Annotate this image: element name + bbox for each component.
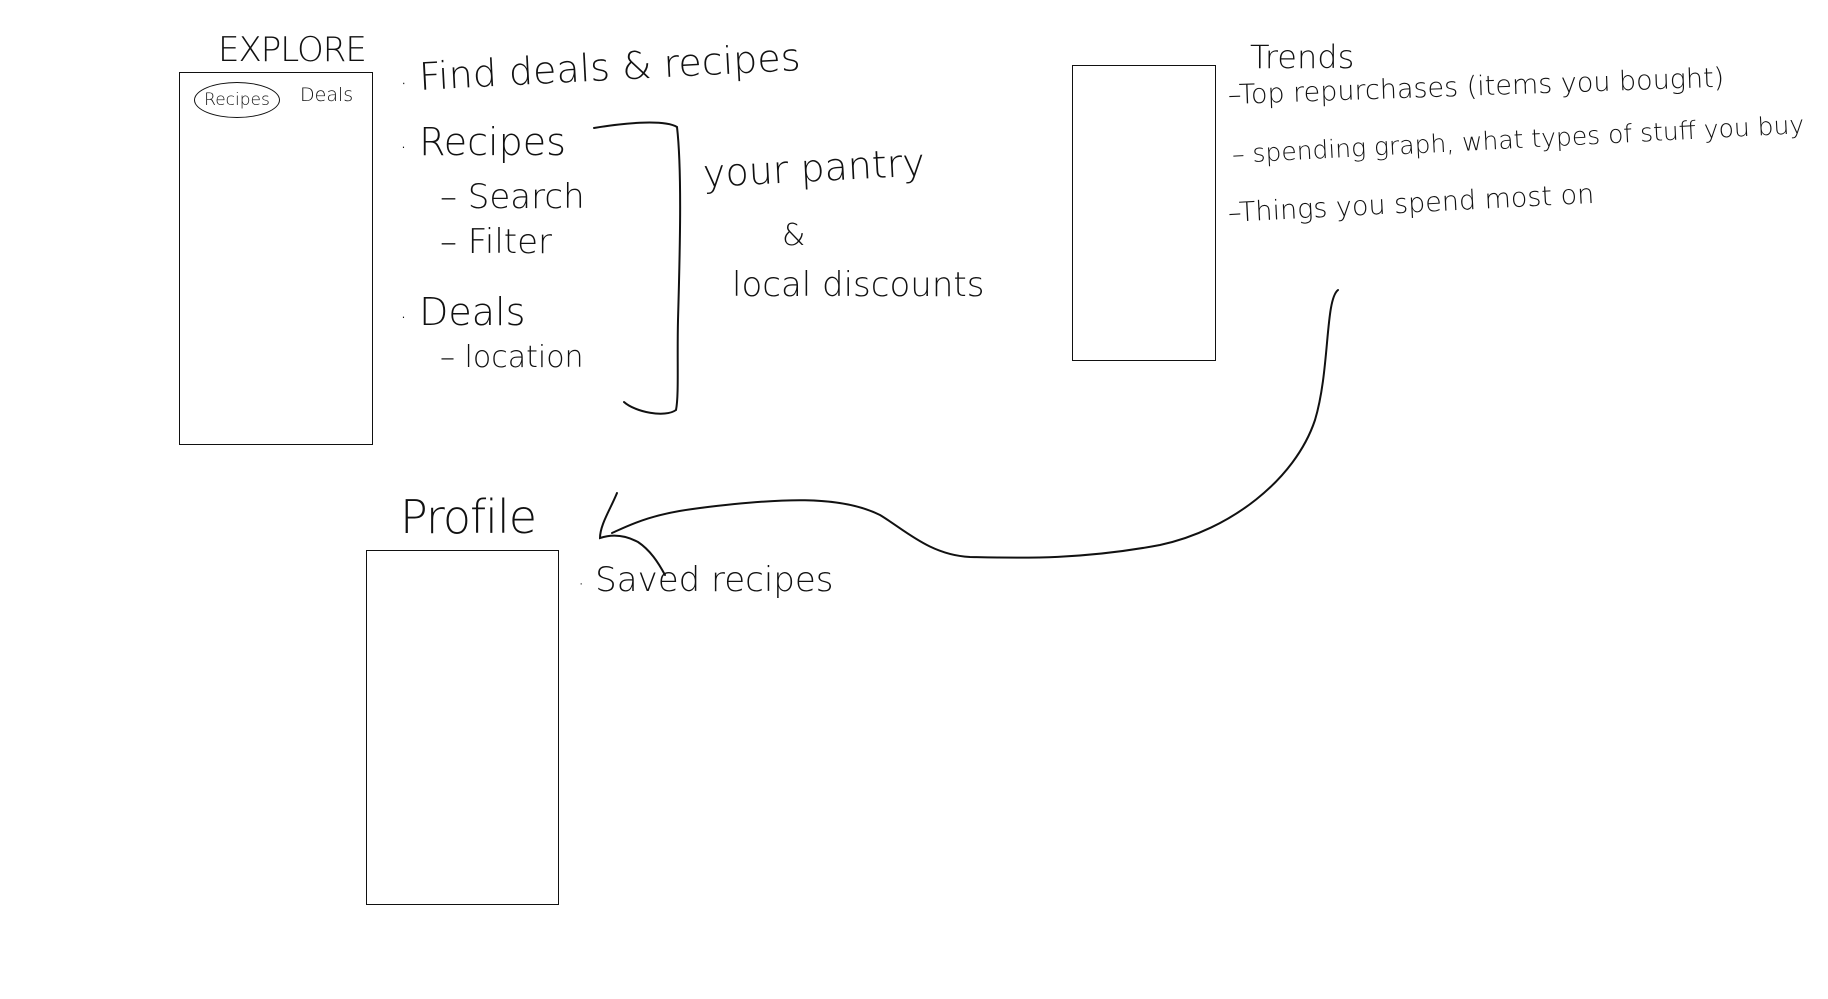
profile-item-saved-recipes: · Saved recipes [578, 560, 834, 600]
note-recipes-search: – Search [440, 177, 585, 217]
profile-item-saved-recipes-text: Saved recipes [595, 560, 834, 600]
bracket-note-line2: & [782, 218, 806, 253]
tab-recipes[interactable]: Recipes [194, 82, 280, 118]
trends-to-profile-arrow [611, 289, 1339, 559]
note-recipes-filter: – Filter [440, 222, 553, 262]
note-deals: · Deals [400, 290, 526, 334]
tab-deals[interactable]: Deals [300, 84, 354, 106]
trends-title: Trends [1250, 38, 1355, 76]
note-recipes: · Recipes [400, 120, 566, 164]
note-deals-location: – location [440, 340, 584, 375]
pantry-bracket [593, 121, 682, 415]
arrow-head [598, 492, 666, 576]
profile-phone-frame [366, 550, 559, 905]
trends-phone-frame [1072, 65, 1216, 361]
note-deals-text: Deals [419, 290, 526, 334]
explore-title: EXPLORE [218, 30, 367, 70]
bracket-note-line3: local discounts [732, 265, 985, 305]
profile-title: Profile [400, 490, 537, 544]
tab-recipes-label: Recipes [204, 90, 270, 110]
explore-phone-frame [179, 72, 373, 445]
note-recipes-text: Recipes [419, 120, 566, 164]
